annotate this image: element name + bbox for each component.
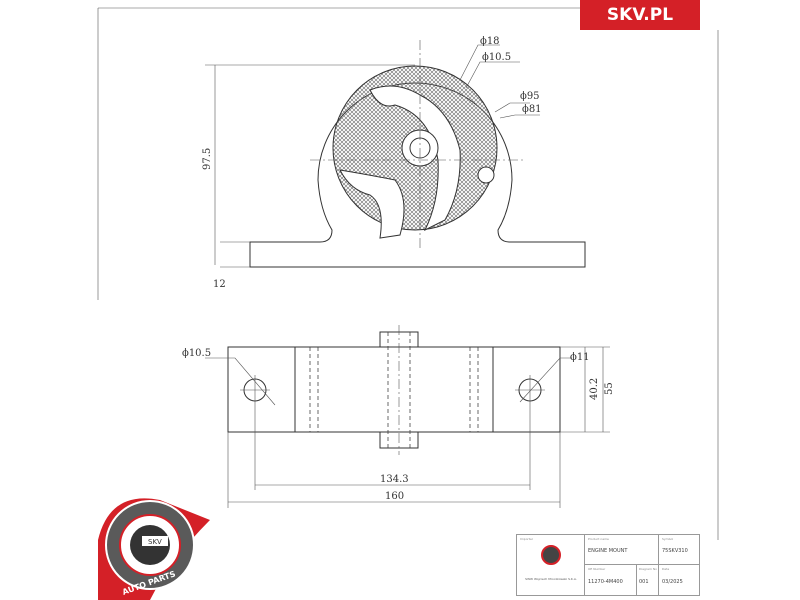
dim-160: 160: [385, 491, 404, 502]
dim-phi-10-5: ϕ10.5: [482, 52, 511, 63]
diagram-no: 001: [639, 579, 649, 585]
drawing-frame: [97, 7, 719, 540]
product-name: ENGINE MOUNT: [588, 548, 628, 554]
skv-auto-parts-logo: SKV AUTO PARTS: [98, 498, 210, 600]
importer-label: Importer: [520, 537, 534, 541]
top-view: 97.5 12 ϕ18 ϕ10.5 ϕ95 ϕ81: [202, 36, 586, 290]
date: 03/2025: [662, 579, 683, 585]
svg-text:SKV: SKV: [148, 538, 162, 546]
dim-height-97-5: 97.5: [202, 148, 213, 170]
front-view: ϕ10.5 ϕ11 40.2 55 134.3 160: [182, 325, 615, 508]
symbol-label: Symbol: [662, 537, 674, 541]
title-block: Importer SWW Wojciech Mroczkowski S.K.A.…: [516, 534, 700, 596]
dim-phi-95: ϕ95: [520, 91, 540, 102]
base-plate: [227, 346, 561, 433]
dim-hole-phi-10-5: ϕ10.5: [182, 348, 211, 359]
dim-40-2: 40.2: [589, 378, 600, 400]
importer-text: SWW Wojciech Mroczkowski S.K.A.: [525, 577, 577, 581]
product-name-label: Product name: [588, 537, 609, 541]
dim-base-12: 12: [213, 279, 226, 290]
symbol: 75SKV310: [662, 548, 688, 554]
locating-pin: [477, 166, 495, 184]
oe-number-label: OE Number: [588, 567, 606, 571]
date-label: Date: [662, 567, 670, 571]
brand-badge[interactable]: SKV.PL: [580, 0, 700, 30]
dim-134-3: 134.3: [380, 474, 409, 485]
dim-phi-81: ϕ81: [522, 104, 542, 115]
dim-phi-18: ϕ18: [480, 36, 500, 47]
dim-55: 55: [604, 382, 615, 395]
importer-logo: [541, 545, 561, 565]
void-left: [339, 169, 405, 239]
dim-hole-phi-11: ϕ11: [570, 352, 590, 363]
diagram-no-label: Diagram No: [639, 567, 657, 571]
oe-number: 11270-4M400: [588, 579, 623, 585]
